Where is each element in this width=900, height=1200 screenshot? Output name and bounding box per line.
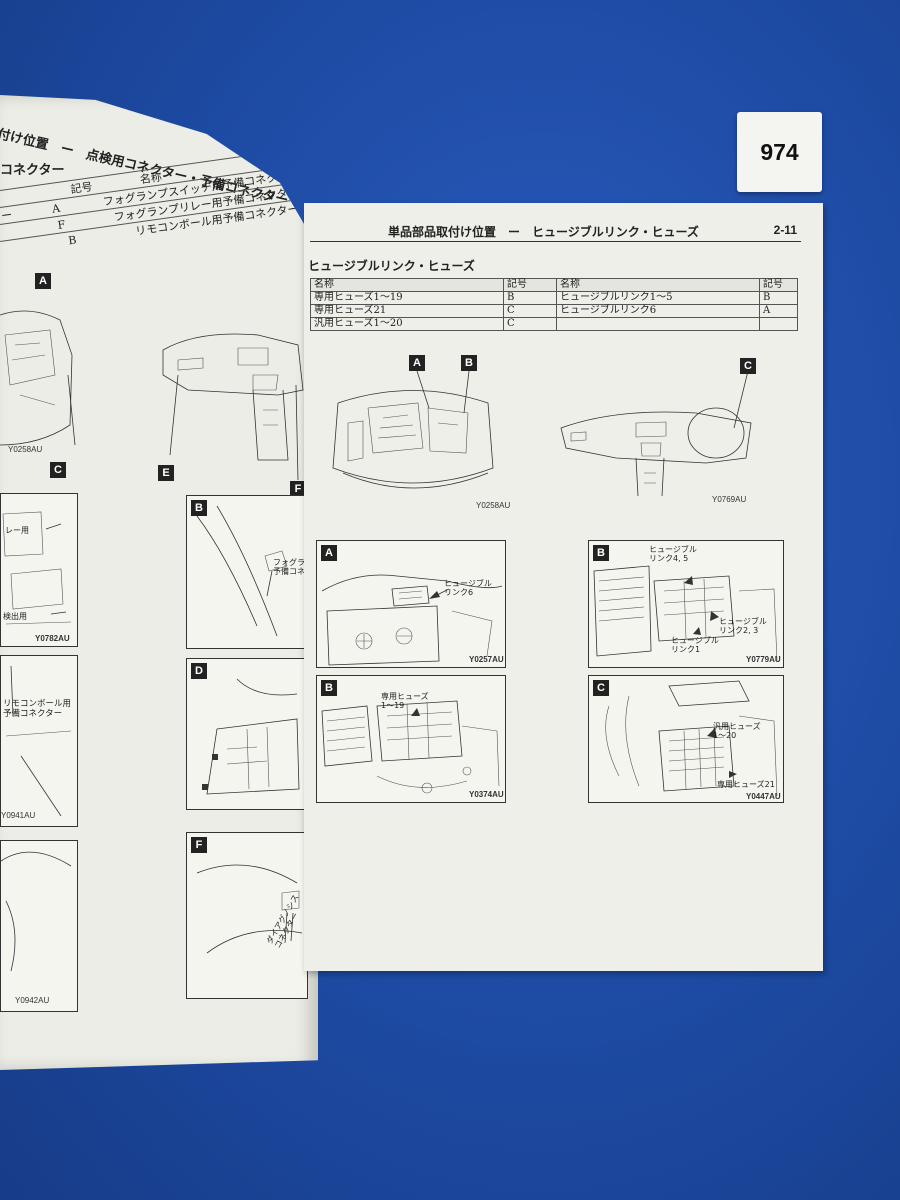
panel-d-drawing	[202, 678, 300, 795]
table-cell	[759, 317, 798, 331]
panel-letter: B	[321, 680, 337, 696]
panel-b-fusible: B ヒュージブル リンク4, 5 ヒュージブル リンク2, 3 ヒュージブル リ…	[588, 540, 784, 668]
table-cell	[1, 225, 57, 233]
panel-letter: B	[593, 545, 609, 561]
engine-bay-drawing	[332, 390, 494, 489]
table-row: 汎用ヒューズ1〜20 C	[310, 317, 798, 331]
panel-b-drawing	[196, 505, 288, 637]
dashboard-overview-drawing	[162, 333, 304, 481]
panel-letter: D	[191, 663, 207, 679]
fusible-link-23-label: ヒュージブル リンク2, 3	[719, 617, 767, 636]
callout-letter: B	[461, 355, 477, 371]
figure-code: Y0257AU	[469, 655, 504, 664]
table-row: 専用ヒューズ21 C ヒュージブルリンク6 A	[310, 304, 798, 318]
callout-letter: C	[50, 462, 66, 478]
panel-letter: C	[593, 680, 609, 696]
right-page: 単品部品取付け位置 ー ヒュージブルリンク・ヒューズ 2-11 ヒュージブルリン…	[304, 203, 823, 971]
panel-a-drawing	[321, 574, 503, 666]
detail-box-d: D	[186, 658, 308, 810]
table-cell: 記号	[759, 278, 798, 292]
table-cell: 名称	[310, 278, 504, 292]
leader-lines	[416, 370, 749, 429]
dedicated-fuse-21-label: 専用ヒューズ21	[717, 780, 775, 789]
figure-code: Y0779AU	[746, 655, 781, 664]
figure-code: Y0782AU	[35, 634, 70, 643]
panel-b-fusible-drawing	[593, 565, 778, 662]
inspection-label: 検出用	[3, 612, 27, 621]
dashboard-drawing	[560, 407, 752, 497]
fusible-link-1-label: ヒュージブル リンク1	[671, 636, 719, 655]
figure-code: Y0769AU	[712, 495, 747, 504]
engine-overview-drawing	[0, 310, 76, 446]
callout-letter: A	[409, 355, 425, 371]
diag-left-drawing	[0, 851, 72, 972]
detail-box-f: F ダイアグノシス コネクター	[186, 832, 308, 999]
relay-label: レー用	[5, 526, 29, 535]
panel-letter: B	[191, 500, 207, 516]
figure-code: Y0942AU	[15, 996, 50, 1005]
detail-box-b: B フォグランプ 予備コネク	[186, 495, 318, 649]
panel-b-fuses-drawing	[321, 700, 500, 794]
remote-drawing	[5, 665, 72, 817]
remote-label: リモコンボール用 予備コネクター	[3, 699, 72, 719]
callout-letter: C	[740, 358, 756, 374]
dedicated-fuse-119-label: 専用ヒューズ 1〜19	[381, 692, 429, 711]
page-number: 2-11	[773, 223, 797, 237]
table-cell: 記号	[503, 278, 557, 292]
callout-letter: F	[290, 481, 306, 497]
panel-a: A ヒュージブル リンク6 Y0257AU	[316, 540, 506, 668]
callout-letter: E	[158, 465, 174, 481]
fusible-link-45-label: ヒュージブル リンク4, 5	[649, 545, 697, 564]
panel-f-drawing	[196, 864, 303, 954]
panel-letter: A	[321, 545, 337, 561]
figure-code: Y0941AU	[1, 811, 36, 820]
table-header-row: 名称 記号 名称 記号	[310, 278, 798, 292]
left-page: 付け位置 ー 点検用コネクター・予備コネクター コネクター 記号 名称 ー A …	[0, 95, 318, 1070]
table-cell	[1, 240, 68, 249]
section-title: ヒュージブルリンク・ヒューズ	[308, 259, 475, 273]
header-rule	[310, 241, 801, 242]
panel-c-fuses: C 汎用ヒューズ 1〜20 専用ヒューズ21 Y0447AU	[588, 675, 784, 803]
table-cell: C	[503, 317, 557, 331]
left-page-subtitle: コネクター	[0, 163, 65, 178]
panel-b-fuses: B 専用ヒューズ 1〜19 Y0374AU	[316, 675, 506, 803]
price-sticker: 974	[737, 112, 822, 192]
general-fuse-120-label: 汎用ヒューズ 1〜20	[713, 722, 761, 741]
relay-drawing	[2, 511, 72, 625]
figure-code: Y0258AU	[8, 445, 43, 454]
callout-letter: A	[35, 273, 51, 289]
left-parts-table: 記号 名称 ー A フォグランプスイッチ用予備コネクター F フォグランプリレー…	[0, 148, 300, 258]
sticker-number: 974	[760, 138, 799, 165]
figure-code: Y0258AU	[476, 501, 511, 510]
fuse-table: 名称 記号 名称 記号 専用ヒューズ1〜19 B ヒュージブルリンク1〜5 B …	[310, 278, 798, 331]
figure-code: Y0447AU	[746, 792, 781, 801]
right-page-header: 単品部品取付け位置 ー ヒュージブルリンク・ヒューズ	[388, 225, 699, 239]
fusible-link-6-label: ヒュージブル リンク6	[444, 579, 492, 598]
figure-code: Y0374AU	[469, 790, 504, 799]
detail-box-diag-left: Y0942AU	[0, 840, 78, 1012]
detail-box-relay: レー用 検出用 Y0782AU	[0, 493, 78, 647]
panel-c-fuses-drawing	[605, 680, 778, 797]
panel-letter: F	[191, 837, 207, 853]
fog-label: フォグランプ 予備コネク	[273, 558, 321, 577]
detail-box-remote: リモコンボール用 予備コネクター Y0941AU	[0, 655, 78, 827]
